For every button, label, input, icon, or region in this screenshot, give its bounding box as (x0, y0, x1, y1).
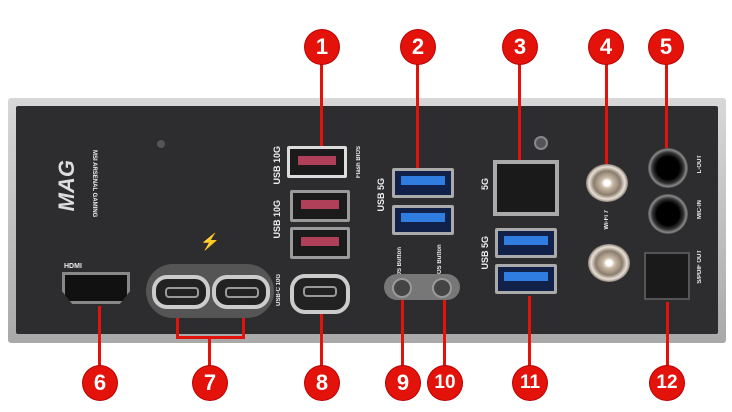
callout-3: 3 (503, 30, 537, 64)
wifi-label: Wi-Fi 7 (604, 210, 610, 230)
io-panel (16, 106, 718, 334)
usbc10g-label: USB-C 10G (276, 274, 282, 307)
callout-line-2 (416, 62, 419, 168)
hdmi-port[interactable] (62, 272, 130, 304)
usb10g-top-label: USB 10G (272, 146, 282, 185)
usb5g-left-label: USB 5G (376, 178, 386, 212)
callout-2: 2 (401, 30, 435, 64)
callout-7: 7 (193, 366, 227, 400)
callout-line-7 (176, 318, 179, 338)
wifi-antenna-connector[interactable] (588, 244, 630, 282)
callout-line-11 (528, 296, 531, 368)
micin-label: MIC-IN (697, 200, 703, 219)
hdmi-label: HDMI (64, 263, 82, 270)
usb10g-label: USB 10G (272, 200, 282, 239)
screw-icon (534, 136, 548, 150)
usb-5g-port[interactable] (495, 228, 557, 258)
callout-6: 6 (83, 366, 117, 400)
usb-5g-port[interactable] (392, 205, 454, 235)
usb-10g-port[interactable] (290, 190, 350, 222)
mag-logo: MAG (54, 160, 79, 212)
callout-11: 11 (513, 366, 547, 400)
callout-line-4 (605, 62, 608, 164)
spdif-out-port[interactable] (644, 252, 690, 300)
flash-bios-port-label: Flash BIOS (356, 146, 362, 179)
callout-10: 10 (428, 366, 462, 400)
usb-5g-port[interactable] (495, 264, 557, 294)
clear-cmos-button[interactable] (432, 278, 452, 298)
lout-label: L-OUT (697, 155, 703, 174)
callout-9: 9 (386, 366, 420, 400)
callout-1: 1 (305, 30, 339, 64)
usb-10g-flash-bios-port[interactable] (287, 146, 347, 178)
callout-line-1 (320, 62, 323, 146)
flash-bios-button[interactable] (392, 278, 412, 298)
screw-icon (157, 140, 165, 148)
wifi-antenna-connector[interactable] (586, 164, 628, 202)
usb-5g-port[interactable] (392, 168, 454, 198)
lan-label: 5G (480, 178, 490, 191)
thunderbolt-icon: ⚡ (200, 234, 220, 251)
callout-line-5 (665, 62, 668, 148)
spdif-label: S/PDIF OUT (697, 250, 703, 284)
usb-c-10g-port[interactable] (290, 274, 350, 314)
callout-line-3 (518, 62, 521, 160)
thunderbolt-usb-c-port[interactable] (212, 275, 270, 309)
thunderbolt-usb-c-port[interactable] (152, 275, 210, 309)
callout-line-7 (242, 318, 245, 338)
callout-line-8 (320, 314, 323, 368)
callout-line-9 (401, 300, 404, 368)
usb5g-right-label: USB 5G (480, 236, 490, 270)
callout-12: 12 (650, 366, 684, 400)
callout-4: 4 (589, 30, 623, 64)
usb-10g-port[interactable] (290, 227, 350, 259)
callout-5: 5 (649, 30, 683, 64)
brand-tagline: MSI ARSENAL GAMING (91, 150, 97, 218)
lan-port[interactable] (493, 160, 559, 216)
callout-line-6 (98, 306, 101, 368)
callout-line-12 (666, 302, 669, 368)
line-out-jack[interactable] (648, 148, 688, 188)
callout-8: 8 (305, 366, 339, 400)
callout-line-7 (208, 336, 211, 368)
mic-in-jack[interactable] (648, 194, 688, 234)
callout-line-10 (443, 300, 446, 368)
